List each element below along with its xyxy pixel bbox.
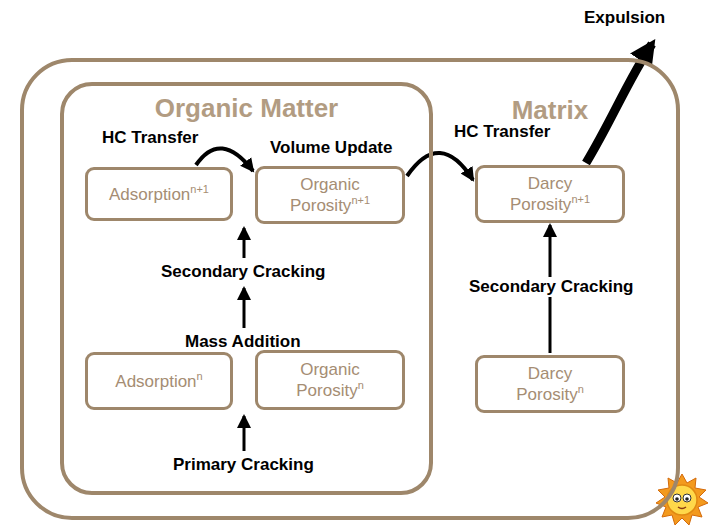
box-label: Adsorption <box>115 372 196 391</box>
edge-label: HC Transfer <box>454 122 550 142</box>
superscript: n <box>197 370 203 382</box>
box-label: Adsorption <box>109 185 190 204</box>
box-label: Darcy Porosity <box>516 364 577 404</box>
volume-update-label: Volume Update <box>270 138 392 158</box>
box-label: Organic Porosity <box>290 175 360 215</box>
region-heading: Matrix <box>470 95 630 126</box>
adsorption-box: Adsorptionn+1 <box>85 167 233 221</box>
box-text: Organic Porosityn <box>280 359 380 401</box>
secondary-cracking-arrow <box>243 228 246 258</box>
darcy-porosity-box: Darcy Porosityn+1 <box>475 165 625 223</box>
process-label: Primary Cracking <box>173 455 314 475</box>
mass-addition-arrow <box>243 288 246 328</box>
organic-porosity-box: Organic Porosityn+1 <box>255 166 405 224</box>
superscript: n+1 <box>571 193 590 205</box>
process-label: Mass Addition <box>185 332 301 352</box>
flow-arrow <box>407 153 473 180</box>
darcy-porosity-box: Darcy Porosityn <box>475 355 625 413</box>
box-text: Adsorptionn <box>115 371 202 392</box>
superscript: n <box>578 383 584 395</box>
edge-label: Secondary Cracking <box>467 277 635 297</box>
box-text: Adsorptionn+1 <box>109 184 209 205</box>
box-label: Darcy Porosity <box>510 174 572 214</box>
edge-label: HC Transfer <box>102 128 198 148</box>
superscript: n+1 <box>351 194 370 206</box>
superscript: n <box>358 379 364 391</box>
box-label: Organic Porosity <box>296 360 360 400</box>
region-heading: Organic Matter <box>64 93 429 124</box>
box-text: Darcy Porosityn+1 <box>500 173 600 215</box>
box-text: Darcy Porosityn <box>500 363 600 405</box>
organic-porosity-box: Organic Porosityn <box>255 350 405 410</box>
process-label: Secondary Cracking <box>161 262 325 282</box>
primary-cracking-arrow <box>243 416 246 451</box>
box-text: Organic Porosityn+1 <box>280 174 380 216</box>
sun-icon <box>656 474 708 525</box>
adsorption-box: Adsorptionn <box>85 352 233 410</box>
expulsion-label: Expulsion <box>584 8 665 28</box>
superscript: n+1 <box>190 183 209 195</box>
